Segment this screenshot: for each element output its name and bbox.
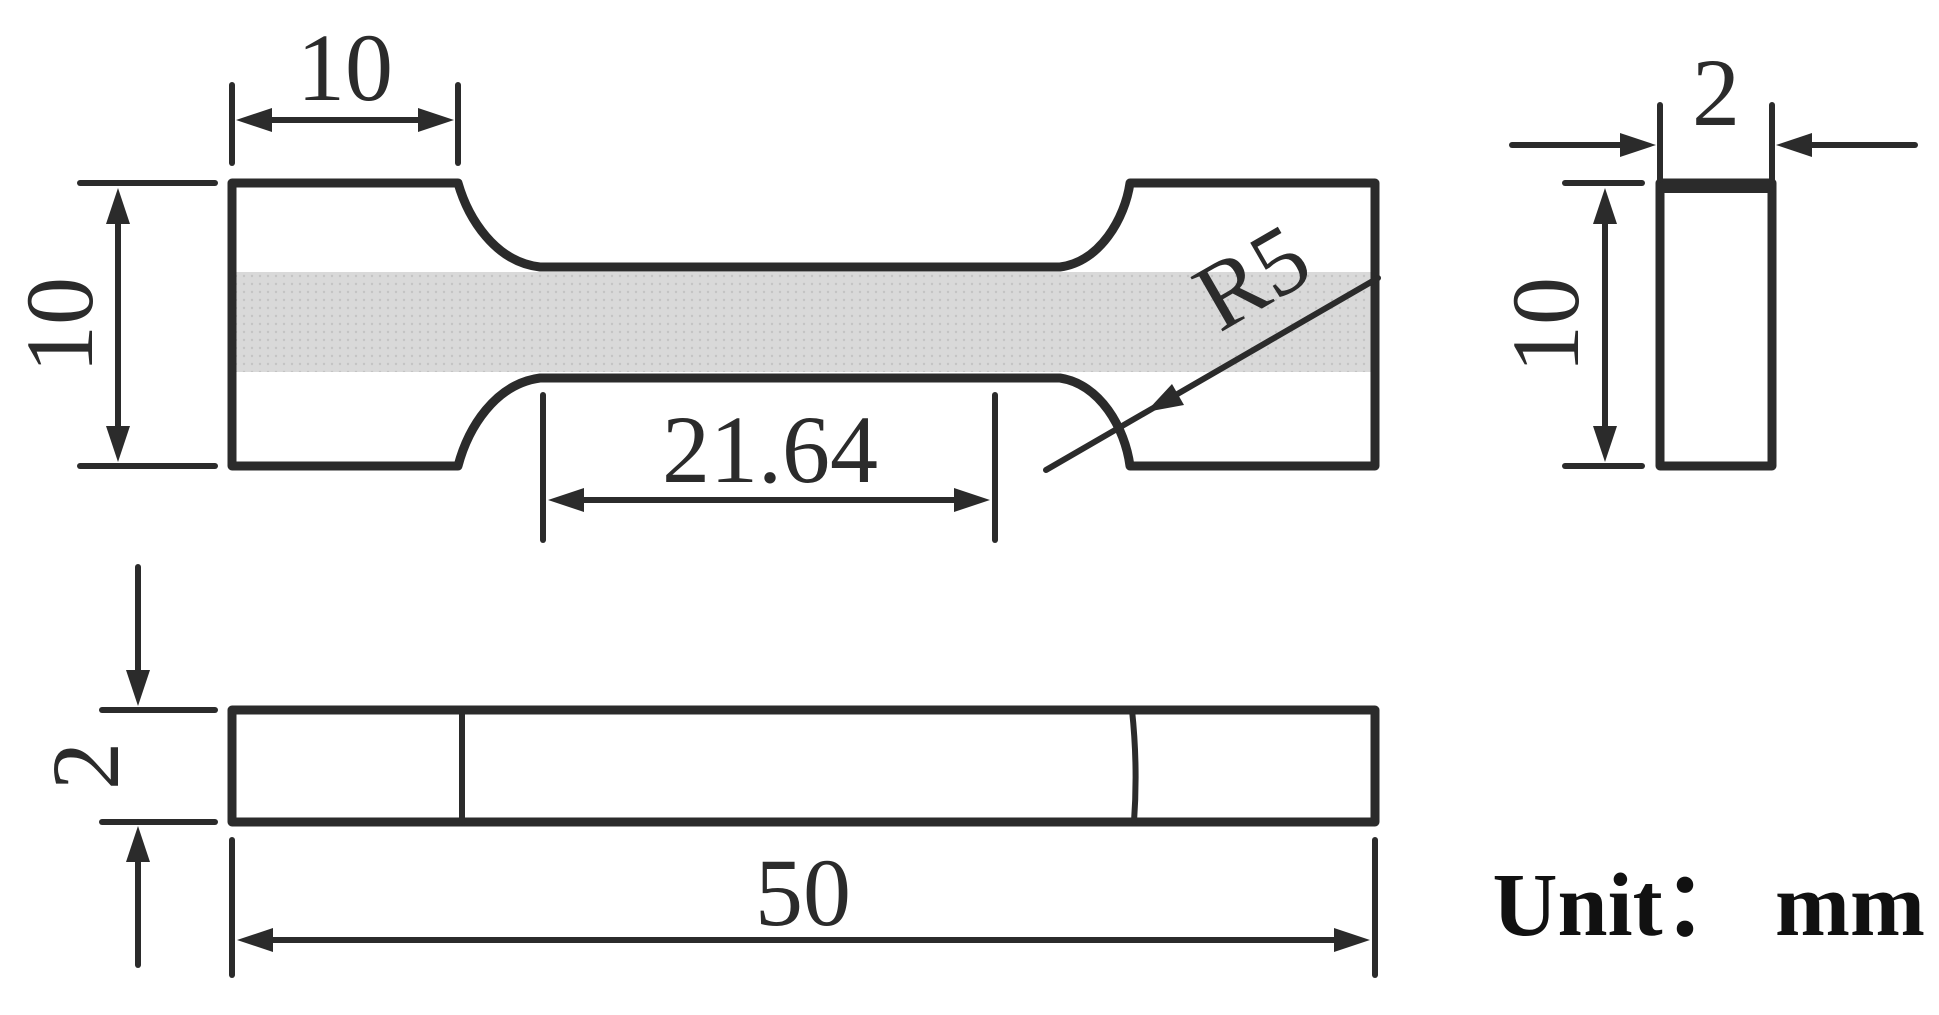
unit-label: Unit： mm [1493,856,1925,955]
dim-label-side-height: 10 [1492,277,1599,373]
arrowhead [236,108,272,132]
dim-label-bottom-thickness: 2 [32,742,139,790]
arrowhead [126,670,150,706]
arrowhead [954,488,990,512]
dim-label-side-thickness: 2 [1692,39,1740,146]
leader-line-radius [1043,275,1381,473]
arrowhead [1776,133,1812,157]
arrowhead [1146,384,1184,412]
bottom-outline [227,705,1380,827]
arrowhead [106,426,130,462]
gauge-strip [232,272,1375,372]
arrowhead [418,108,454,132]
arrowhead [1620,133,1656,157]
arrowhead [126,826,150,862]
arrowhead [1593,426,1617,462]
arrowhead [237,928,273,952]
side-view: 2 10 [1492,39,1918,471]
arrowhead [106,188,130,224]
arrowhead [548,488,584,512]
bottom-divider-right [1129,707,1139,825]
dim-label-gauge-length: 21.64 [662,396,878,503]
arrowhead [1593,188,1617,224]
top-view: 10 10 21.64 R5 [6,14,1381,543]
specimen-outline [227,178,1380,471]
arrowhead [1334,928,1370,952]
side-outline [1655,178,1777,471]
dim-label-width: 10 [6,277,113,373]
bottom-view: 2 50 [32,564,1380,978]
dim-label-grip-length: 10 [297,14,393,121]
dim-label-total-length: 50 [755,839,851,946]
